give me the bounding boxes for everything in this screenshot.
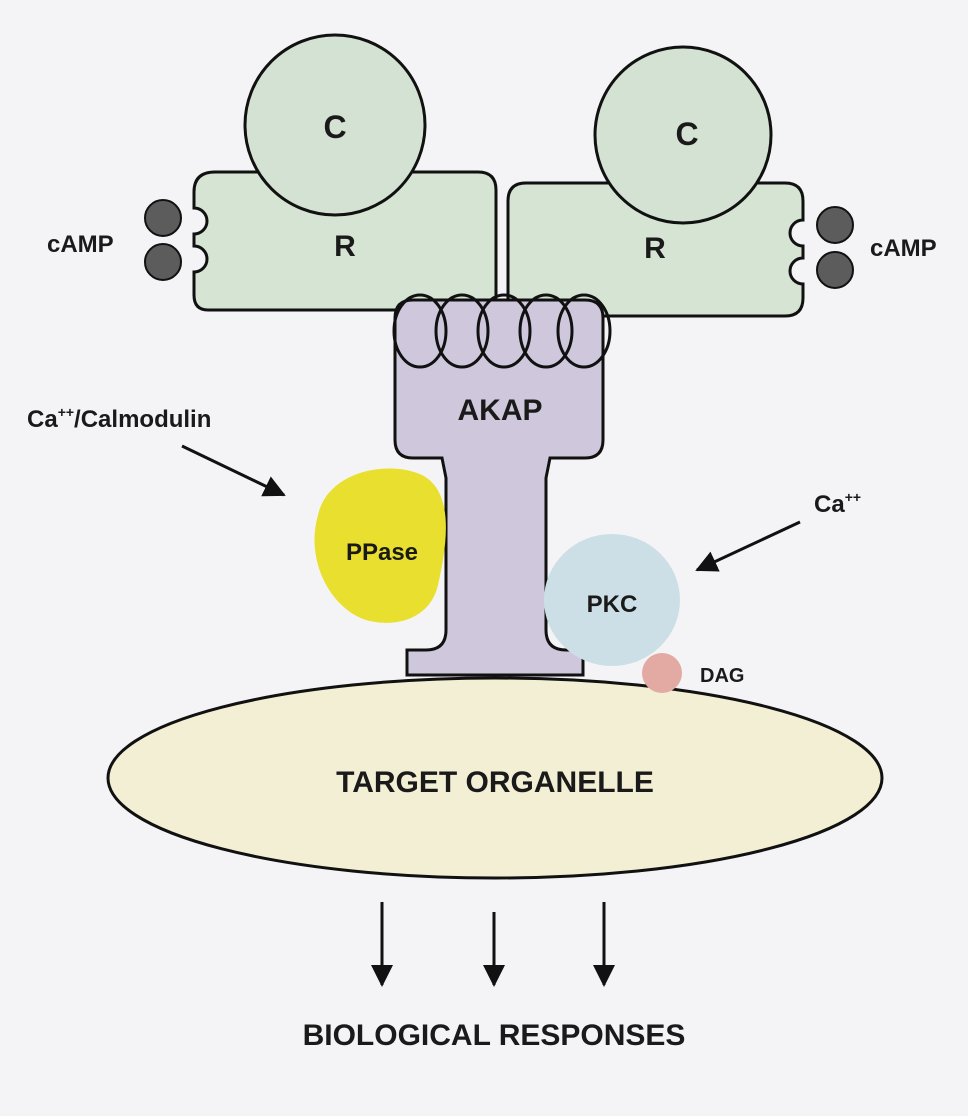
label-biological-responses: BIOLOGICAL RESPONSES — [303, 1019, 686, 1052]
label-ppase: PPase — [346, 539, 418, 566]
label-dag: DAG — [700, 665, 744, 687]
dag-lipid — [642, 653, 682, 693]
target-organelle — [106, 676, 884, 880]
camp-molecule-left-bottom — [144, 243, 182, 281]
label-camp-right: cAMP — [870, 235, 937, 262]
calmodulin-base: Ca — [27, 406, 58, 433]
label-regulatory-right: R — [644, 232, 666, 265]
calmodulin-tail: /Calmodulin — [74, 406, 211, 433]
label-pkc: PKC — [587, 591, 638, 618]
label-calcium: Ca++ — [814, 489, 861, 518]
pkc-kinase — [544, 534, 680, 666]
label-catalytic-left: C — [323, 109, 346, 145]
akap-protein — [393, 298, 605, 677]
calcium-base: Ca — [814, 491, 845, 518]
catalytic-subunit-left — [243, 33, 427, 217]
label-regulatory-left: R — [334, 230, 356, 263]
label-akap: AKAP — [457, 394, 542, 427]
ppase-phosphatase — [314, 468, 446, 623]
camp-molecule-right-bottom — [816, 251, 854, 289]
calmodulin-arrow — [181, 444, 286, 497]
camp-molecule-right-top — [816, 206, 854, 244]
label-catalytic-right: C — [675, 116, 698, 152]
camp-molecule-left-top — [144, 199, 182, 237]
catalytic-subunit-right — [593, 45, 773, 225]
akap-helix-coils — [392, 293, 612, 369]
calcium-arrow — [695, 520, 801, 572]
label-target-organelle: TARGET ORGANELLE — [336, 766, 654, 799]
label-calmodulin: Ca++/Calmodulin — [27, 404, 211, 433]
calcium-superscript: ++ — [845, 489, 861, 505]
calmodulin-superscript: ++ — [58, 404, 74, 420]
label-camp-left: cAMP — [47, 231, 114, 258]
